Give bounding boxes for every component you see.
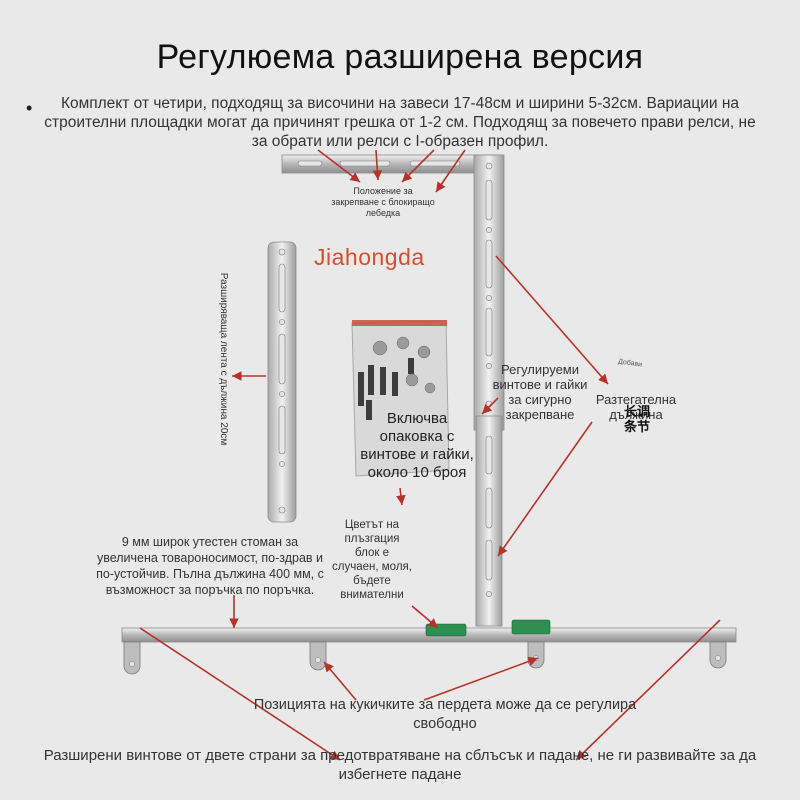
label-adjustable-screws: Регулируеми винтове и гайки за сигурно з… (492, 362, 588, 422)
extension-strip (267, 241, 297, 523)
intro-text: Комплект от четири, подходящ за височини… (44, 95, 756, 150)
label-extension-strip: Разширяваща лента с дължина 20см (218, 272, 229, 446)
page-title: Регулюема разширена версия (156, 38, 644, 76)
label-slider-color: Цветът на плъзгация блок е случаен, моля… (332, 519, 412, 601)
extension-bar (475, 415, 503, 627)
callout-arrows (139, 149, 721, 761)
label-lock-position: Положение за закрепване с блокиращо лебе… (331, 186, 435, 218)
brand-name: Jiahongda (314, 244, 425, 270)
label-package: Включва опаковка с винтове и гайки, окол… (360, 410, 474, 481)
label-extension-length: Разтегателна дължина (595, 392, 677, 422)
screw-bag (351, 320, 450, 477)
curtain-rail (121, 619, 737, 675)
bullet-dot: • (26, 98, 33, 118)
label-hooks: Позицията на кукичките за пердета може д… (253, 697, 637, 732)
label-bottom: Разширени винтове от двете страни за пре… (43, 747, 757, 783)
label-steel: 9 мм широк утестен стоман за увеличена т… (96, 535, 324, 597)
label-chinese-tag: 长调条节 (624, 404, 651, 434)
